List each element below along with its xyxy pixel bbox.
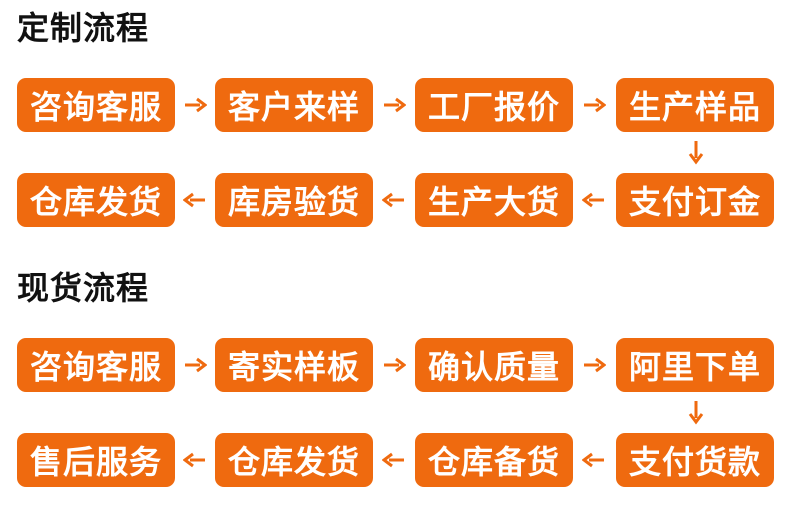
step-warehouse-ship: 仓库发货 [215, 433, 373, 487]
step-customer-sample: 客户来样 [215, 78, 373, 132]
step-warehouse-ship: 仓库发货 [17, 173, 175, 227]
section-title-custom: 定制流程 [17, 9, 150, 47]
step-after-sales: 售后服务 [17, 433, 175, 487]
step-place-order: 阿里下单 [616, 338, 774, 392]
arrow-right-icon [582, 95, 606, 115]
step-pay-deposit: 支付订金 [616, 173, 774, 227]
step-factory-quote: 工厂报价 [415, 78, 573, 132]
section-title-stock: 现货流程 [17, 269, 150, 307]
step-warehouse-stock: 仓库备货 [415, 433, 573, 487]
arrow-down-icon [686, 139, 706, 165]
arrow-left-icon [382, 450, 406, 470]
arrow-right-icon [382, 95, 406, 115]
arrow-right-icon [382, 355, 406, 375]
arrow-right-icon [582, 355, 606, 375]
step-consult-service: 咨询客服 [17, 338, 175, 392]
arrow-left-icon [183, 450, 207, 470]
arrow-left-icon [183, 190, 207, 210]
arrow-left-icon [582, 450, 606, 470]
arrow-right-icon [183, 355, 207, 375]
step-produce-sample: 生产样品 [616, 78, 774, 132]
step-pay-balance: 支付货款 [616, 433, 774, 487]
step-confirm-quality: 确认质量 [415, 338, 573, 392]
arrow-down-icon [686, 399, 706, 425]
arrow-left-icon [582, 190, 606, 210]
arrow-left-icon [382, 190, 406, 210]
step-send-sample: 寄实样板 [215, 338, 373, 392]
step-consult-service: 咨询客服 [17, 78, 175, 132]
arrow-right-icon [183, 95, 207, 115]
step-inspect-goods: 库房验货 [215, 173, 373, 227]
step-mass-production: 生产大货 [415, 173, 573, 227]
